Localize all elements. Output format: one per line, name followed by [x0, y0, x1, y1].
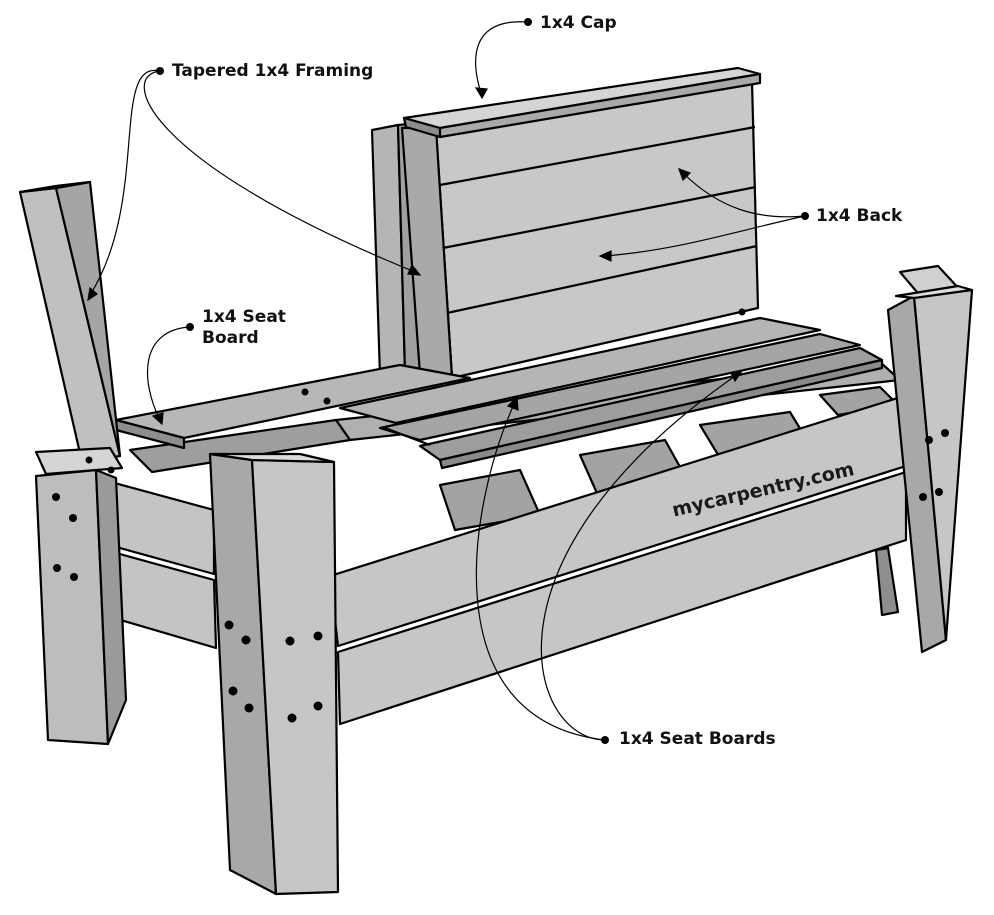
- back-leader-top: [681, 171, 806, 218]
- tapered-framing-label: Tapered 1x4 Framing: [172, 61, 374, 81]
- callout-dots: [156, 18, 809, 744]
- seat-boards-label: 1x4 Seat Boards: [619, 729, 776, 749]
- seat-boards-leader-right: [540, 373, 739, 741]
- cap-leader: [475, 21, 529, 97]
- back-leader-bottom: [604, 215, 806, 257]
- seat-board-label-line1: 1x4 Seat: [202, 307, 286, 327]
- seat-board-leader: [146, 326, 191, 421]
- framing-leader-left: [89, 69, 161, 296]
- back-label: 1x4 Back: [816, 206, 903, 226]
- callout-leaders: [87, 21, 806, 741]
- seat-board-label-line2: Board: [202, 328, 259, 348]
- rear-right-leg: [874, 546, 900, 617]
- seat-boards-leader-left: [475, 401, 606, 741]
- framing-leader-right: [143, 70, 416, 273]
- screw-holes: [52, 308, 949, 723]
- cap-label: 1x4 Cap: [540, 13, 617, 33]
- seat-board-1: [338, 316, 822, 425]
- seat-board-label: 1x4 Seat Board: [202, 307, 286, 349]
- bench-drawing: [18, 66, 974, 896]
